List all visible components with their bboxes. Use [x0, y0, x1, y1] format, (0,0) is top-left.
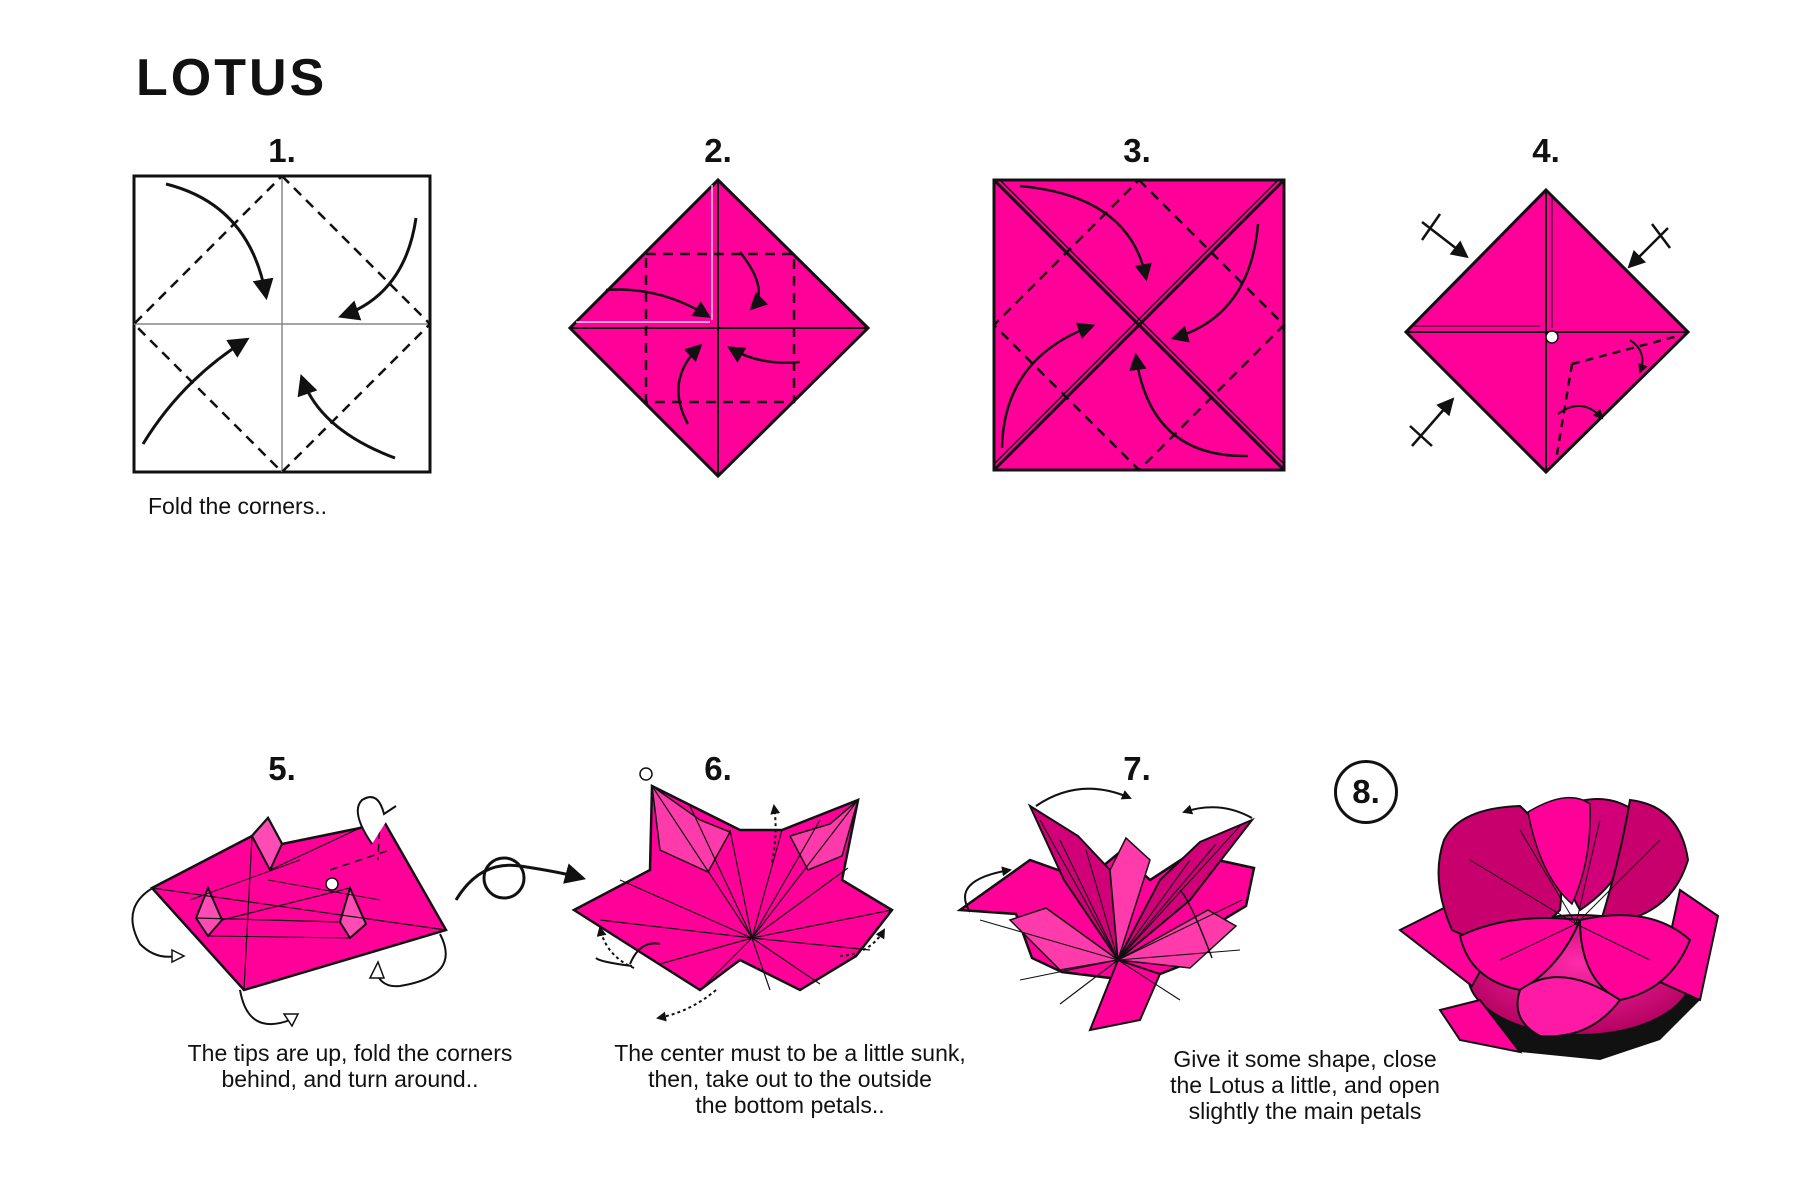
fold-guide	[992, 178, 1286, 472]
turn-over-arrow-icon	[454, 856, 587, 901]
pivot-point-icon	[639, 767, 653, 781]
arrow-icon	[1170, 223, 1260, 343]
arrow-icon	[1129, 352, 1249, 458]
arrow-icon	[1019, 184, 1152, 282]
step-3-drawing	[992, 178, 1286, 472]
step-7-number: 7.	[1123, 750, 1151, 787]
arrow-icon	[1557, 405, 1604, 420]
arrow-icon	[1629, 339, 1648, 374]
fold-behind-arrow-icon	[131, 883, 177, 958]
push-arrow-icon	[1420, 213, 1469, 259]
step-4-number: 4.	[1532, 132, 1560, 169]
arrow-icon	[338, 217, 418, 321]
step-5-number: 5.	[268, 750, 296, 787]
fold-behind-arrow-icon	[356, 796, 397, 845]
arrow-icon	[677, 343, 703, 425]
pivot-point-icon	[1545, 330, 1559, 344]
step-1-number: 1.	[268, 132, 296, 169]
step-1-drawing	[132, 174, 432, 474]
page-title: LOTUS	[136, 49, 328, 107]
step-8-number-text: 8.	[1352, 773, 1380, 810]
pivot-point-icon	[325, 877, 339, 891]
step-5-drawing	[131, 796, 587, 1028]
folded-paper	[149, 815, 448, 992]
fold-guide	[644, 252, 796, 404]
rotate-arrow-icon	[964, 866, 1012, 913]
fold-guide	[132, 174, 432, 474]
push-arrow-icon	[1627, 223, 1671, 269]
arrow-icon	[165, 182, 274, 301]
shadow	[1448, 960, 1700, 1060]
step-3-number: 3.	[1123, 132, 1151, 169]
step-6-number: 6.	[704, 750, 732, 787]
arrow-icon	[1000, 322, 1096, 449]
arrow-icon	[605, 288, 711, 318]
fold-behind-arrow-icon	[239, 989, 291, 1026]
arrow-icon	[297, 374, 396, 460]
pull-out-arrow-icon	[839, 928, 886, 957]
arrow-icon	[739, 251, 769, 311]
step-4-drawing	[1403, 187, 1691, 475]
step-2-number: 2.	[704, 132, 732, 169]
step-2-drawing	[567, 177, 871, 479]
step-8-drawing	[1398, 796, 1720, 1060]
pull-out-arrow-icon	[656, 989, 717, 1022]
push-arrow-icon	[1409, 397, 1455, 447]
step-1-caption: Fold the corners..	[148, 493, 327, 519]
step-7-drawing	[956, 787, 1256, 1032]
step-6-drawing	[571, 767, 894, 1022]
fold-behind-arrow-icon	[375, 933, 447, 988]
rotate-arrow-icon	[1035, 787, 1132, 807]
rotate-arrow-icon	[1182, 804, 1253, 819]
step-8-caption: Give it some shape, close the Lotus a li…	[1170, 1046, 1440, 1124]
pull-out-arrow-icon	[596, 926, 635, 969]
arrow-icon	[141, 337, 250, 445]
step-5-caption: The tips are up, fold the corners behind…	[187, 1040, 513, 1092]
step-8-number: 8.	[1334, 760, 1398, 824]
step-6-caption: The center must to be a little sunk, the…	[614, 1040, 966, 1118]
arrow-icon	[726, 346, 801, 364]
